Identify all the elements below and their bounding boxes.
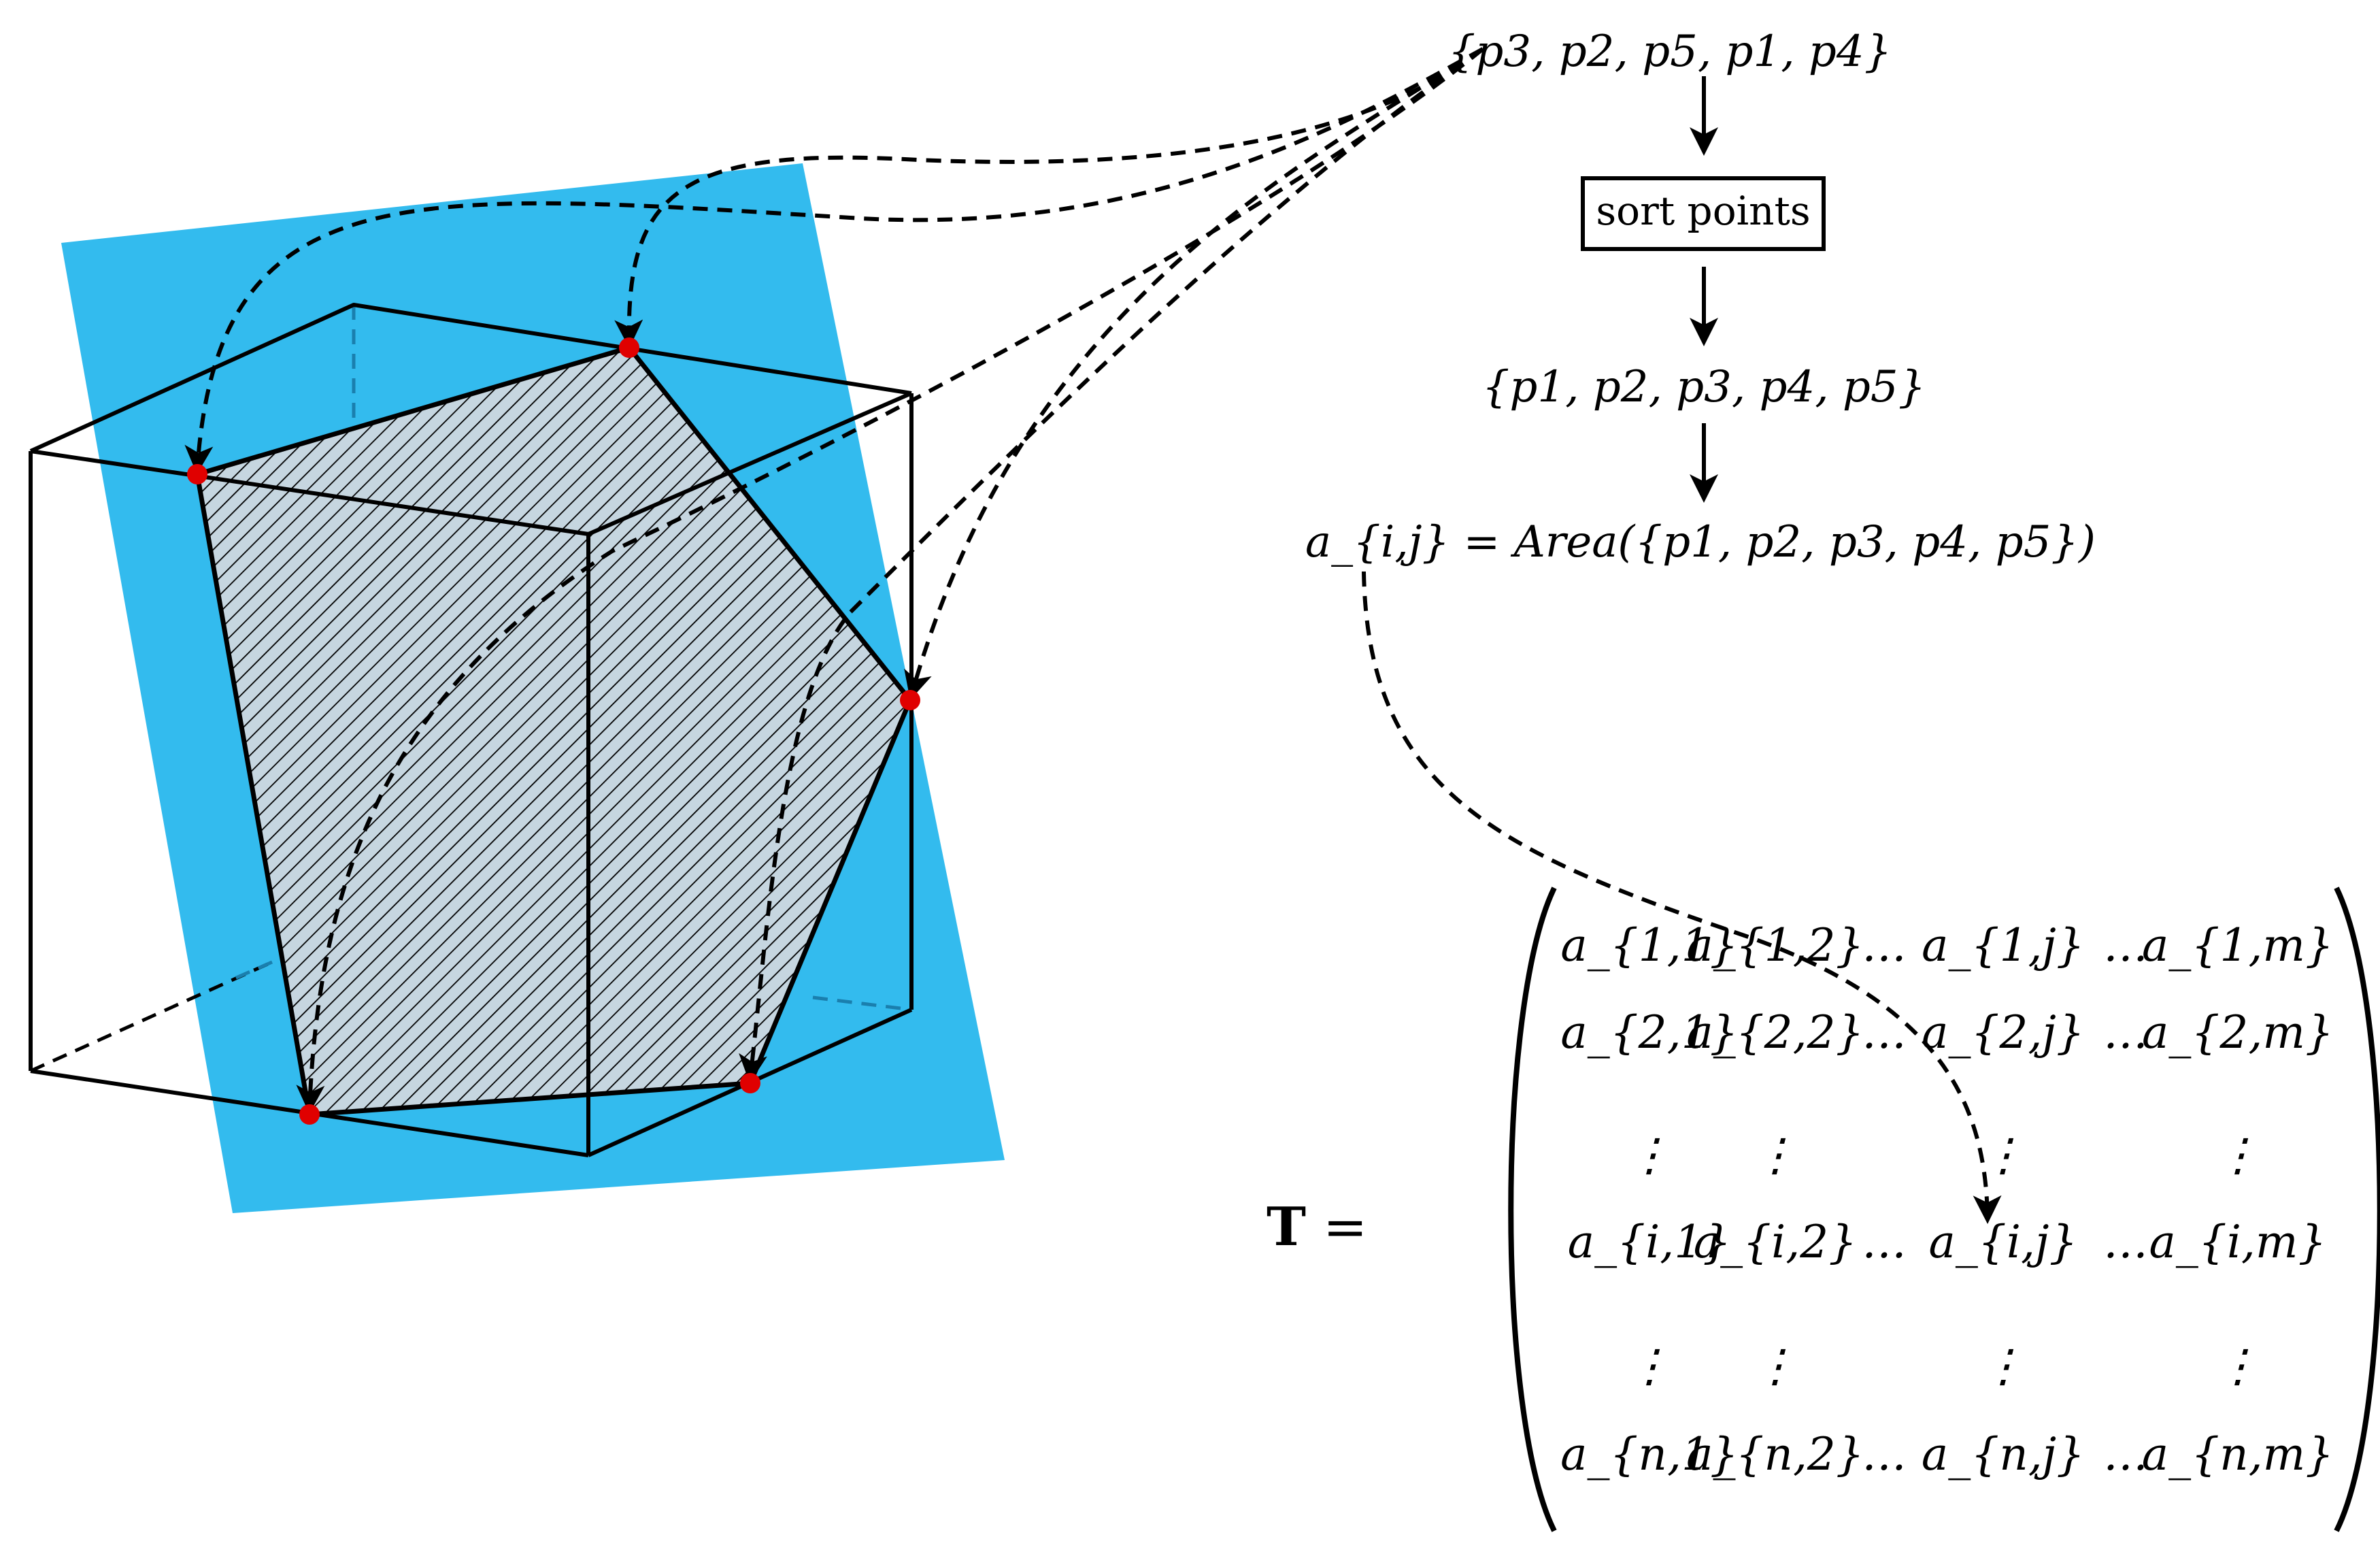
sort-points-label: sort points [1596,188,1810,234]
point-p3 [900,690,920,710]
point-p1 [187,464,207,484]
matrix-cell-r6-c6: a_{n,m} [2142,1428,2334,1481]
matrix-cells: a_{1,1}a_{1,2}…a_{1,j}…a_{1,m}a_{2,1}a_{… [1560,919,2334,1481]
matrix-right-paren [2334,887,2380,1532]
matrix-cell-r3-c4: ⋮ [1981,1129,2026,1181]
cube-hidden-edges [29,305,912,1073]
matrix-cell-r2-c4: a_{2,j} [1922,1006,2085,1059]
unsorted-set-label: {p3, p2, p5, p1, p4} [1448,27,1892,77]
hidden-edge-back-bottom-left [29,960,273,1073]
matrix-cell-r6-c4: a_{n,j} [1922,1428,2085,1481]
sorted-set-label: {p1, p2, p3, p4, p5} [1482,362,1926,412]
curve-to-p4 [739,47,1484,1083]
hidden-edge-back-bottom-blue [234,960,273,980]
matrix-cell-r1-c2: a_{1,2} [1686,919,1864,972]
matrix-left-paren [1508,887,1557,1532]
matrix-cell-r2-c6: a_{2,m} [2142,1006,2334,1059]
curve-to-p2 [614,47,1484,348]
point-mapping-curves [184,47,2002,1224]
matrix-cell-r5-c1: ⋮ [1627,1340,1672,1392]
matrix-cell-r1-c1: a_{1,1} [1560,919,1738,972]
matrix-cell-r1-c4: a_{1,j} [1922,919,2085,972]
matrix-cell-r3-c2: ⋮ [1753,1129,1798,1181]
matrix-equals: = [1323,1197,1367,1258]
curve-to-p1 [184,47,1484,474]
matrix-cell-r5-c4: ⋮ [1981,1340,2026,1392]
matrix-name: T [1267,1196,1306,1258]
area-formula: a_{i,j} = Area({p1, p2, p3, p4, p5}) [1305,517,2096,567]
point-p5 [299,1104,320,1125]
matrix-cell-r4-c5: … [2103,1216,2148,1268]
matrix-cell-r1-c6: a_{1,m} [2142,919,2334,972]
matrix-cell-r2-c1: a_{2,1} [1560,1006,1738,1059]
matrix-cell-r4-c2: a_{i,2} [1694,1216,1857,1268]
matrix-cell-r1-c3: … [1862,919,1907,972]
point-p4 [740,1073,760,1093]
matrix-cell-r2-c2: a_{2,2} [1686,1006,1864,1059]
sort-points-box [1581,176,1826,251]
matrix-T: T = a_{1,1}a_{1,2}…a_{1,j}…a_{1,m}a_{2,1… [1267,887,2380,1532]
matrix-cell-r4-c3: … [1862,1216,1907,1268]
curve-area-to-matrix [1362,571,2002,1224]
matrix-cell-r5-c6: ⋮ [2215,1340,2260,1392]
matrix-cell-r6-c5: … [2103,1428,2148,1481]
curve-to-p3 [904,47,1484,700]
matrix-cell-r6-c2: a_{n,2} [1686,1428,1864,1481]
flow: {p3, p2, p5, p1, p4} sort points {p1, p2… [1305,27,2096,567]
matrix-cell-r4-c4: a_{i,j} [1929,1216,2078,1268]
matrix-cell-r6-c1: a_{n,1} [1560,1428,1739,1481]
matrix-cell-r1-c5: … [2103,919,2148,972]
intersection-polygon [195,345,913,1117]
matrix-cell-r3-c6: ⋮ [2215,1129,2260,1181]
matrix-cell-r4-c6: a_{i,m} [2149,1216,2326,1268]
matrix-cell-r3-c1: ⋮ [1627,1129,1672,1181]
matrix-cell-r2-c5: … [2103,1006,2148,1059]
matrix-cell-r2-c3: … [1862,1006,1907,1059]
matrix-cell-r6-c3: … [1862,1428,1907,1481]
intersection-points [187,337,920,1125]
hidden-edge-back-bottom-right [812,995,912,1012]
matrix-cell-r4-c1: a_{i,1} [1568,1216,1731,1268]
point-p2 [619,337,639,358]
matrix-cell-r5-c2: ⋮ [1753,1340,1798,1392]
